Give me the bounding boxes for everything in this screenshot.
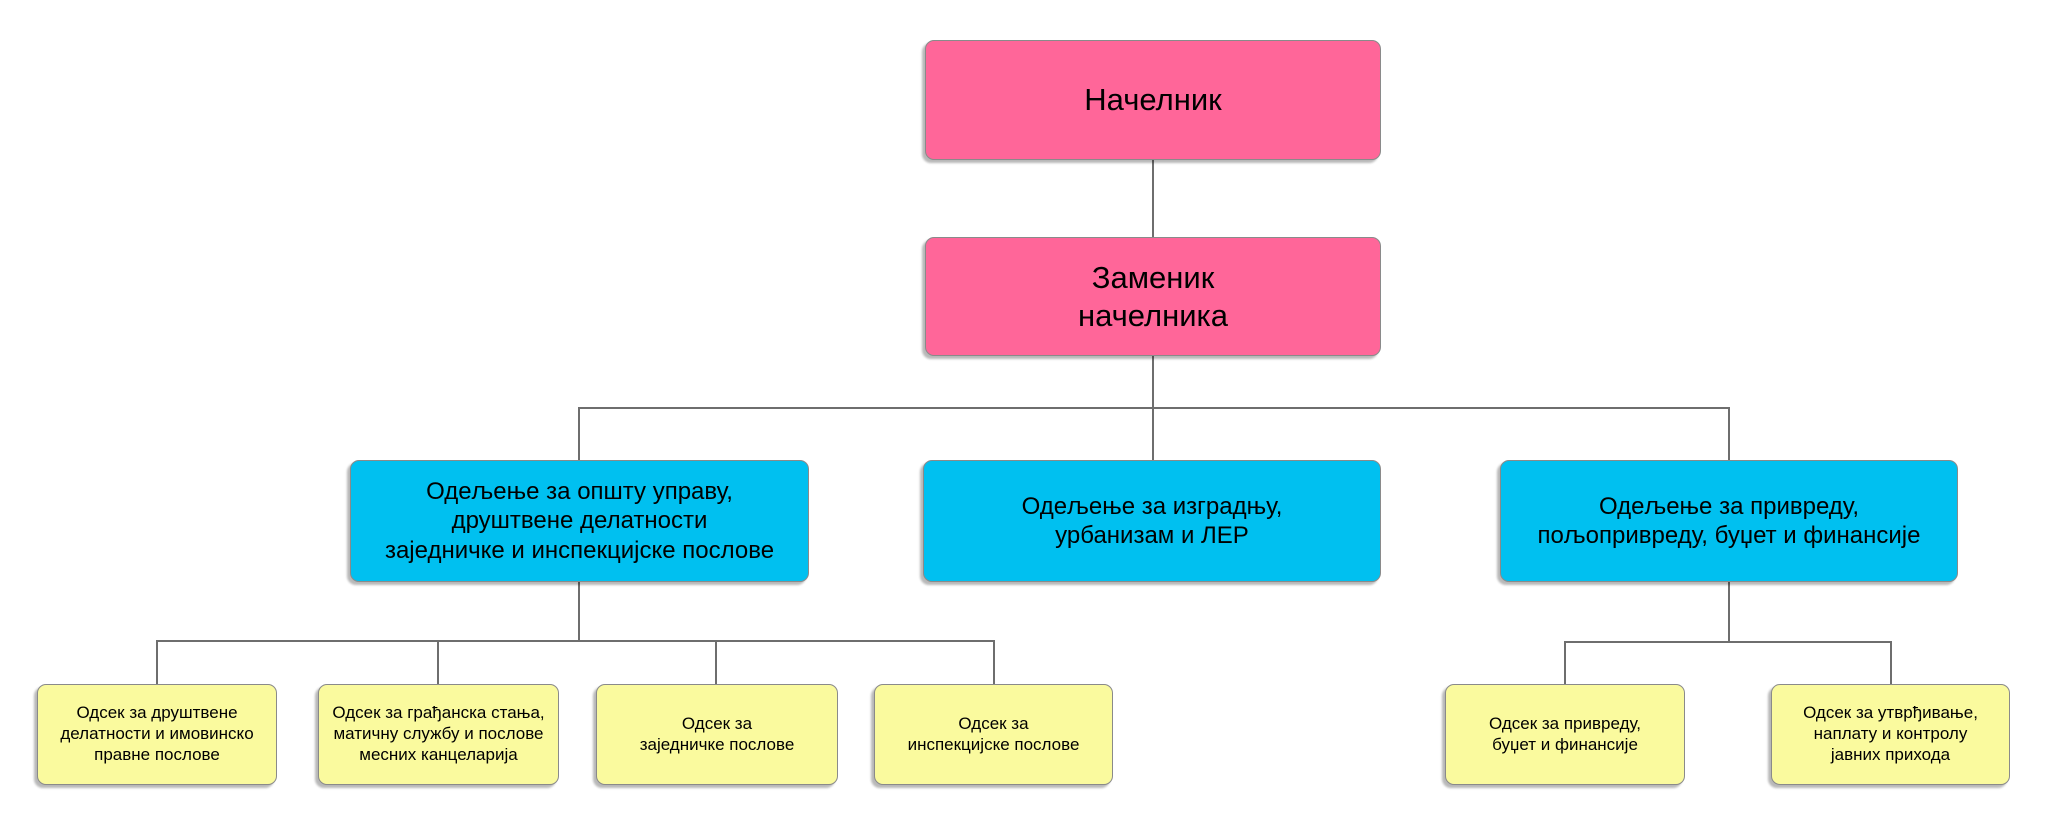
connector-right-sections-hline <box>1564 641 1892 643</box>
org-node-sec-civil: Одсек за грађанска стања, матичну службу… <box>318 684 559 785</box>
org-node-dept-general: Одељење за општу управу, друштвене делат… <box>350 460 809 582</box>
org-node-dept-economy: Одељење за привреду, пољопривреду, буџет… <box>1500 460 1958 582</box>
connector-dept-economy-stem <box>1728 582 1730 642</box>
connector-drop-sec-inspection <box>993 640 995 684</box>
connector-drop-dept-construction <box>1152 407 1154 460</box>
connector-deputy-stem <box>1152 355 1154 408</box>
connector-left-sections-hline <box>156 640 995 642</box>
connector-drop-sec-revenue <box>1890 641 1892 684</box>
connector-drop-dept-economy <box>1728 407 1730 460</box>
connector-drop-sec-civil <box>437 640 439 684</box>
connector-drop-sec-social <box>156 640 158 684</box>
org-node-chief: Начелник <box>925 40 1381 160</box>
connector-drop-sec-finance <box>1564 641 1566 684</box>
org-node-deputy: Заменик начелника <box>925 237 1381 356</box>
connector-drop-dept-general <box>578 407 580 460</box>
org-node-sec-inspection: Одсек за инспекцијске послове <box>874 684 1113 785</box>
org-node-sec-social: Одсек за друштвене делатности и имовинск… <box>37 684 277 785</box>
connector-dept-general-stem <box>578 582 580 641</box>
org-node-sec-revenue: Одсек за утврђивање, наплату и контролу … <box>1771 684 2010 785</box>
connector-departments-hline <box>578 407 1730 409</box>
connector-chief-deputy <box>1152 160 1154 238</box>
connector-drop-sec-common <box>715 640 717 684</box>
org-node-sec-common: Одсек за заједничке послове <box>596 684 838 785</box>
org-node-dept-construction: Одељење за изградњу, урбанизам и ЛЕР <box>923 460 1381 582</box>
org-node-sec-finance: Одсек за привреду, буџет и финансије <box>1445 684 1685 785</box>
